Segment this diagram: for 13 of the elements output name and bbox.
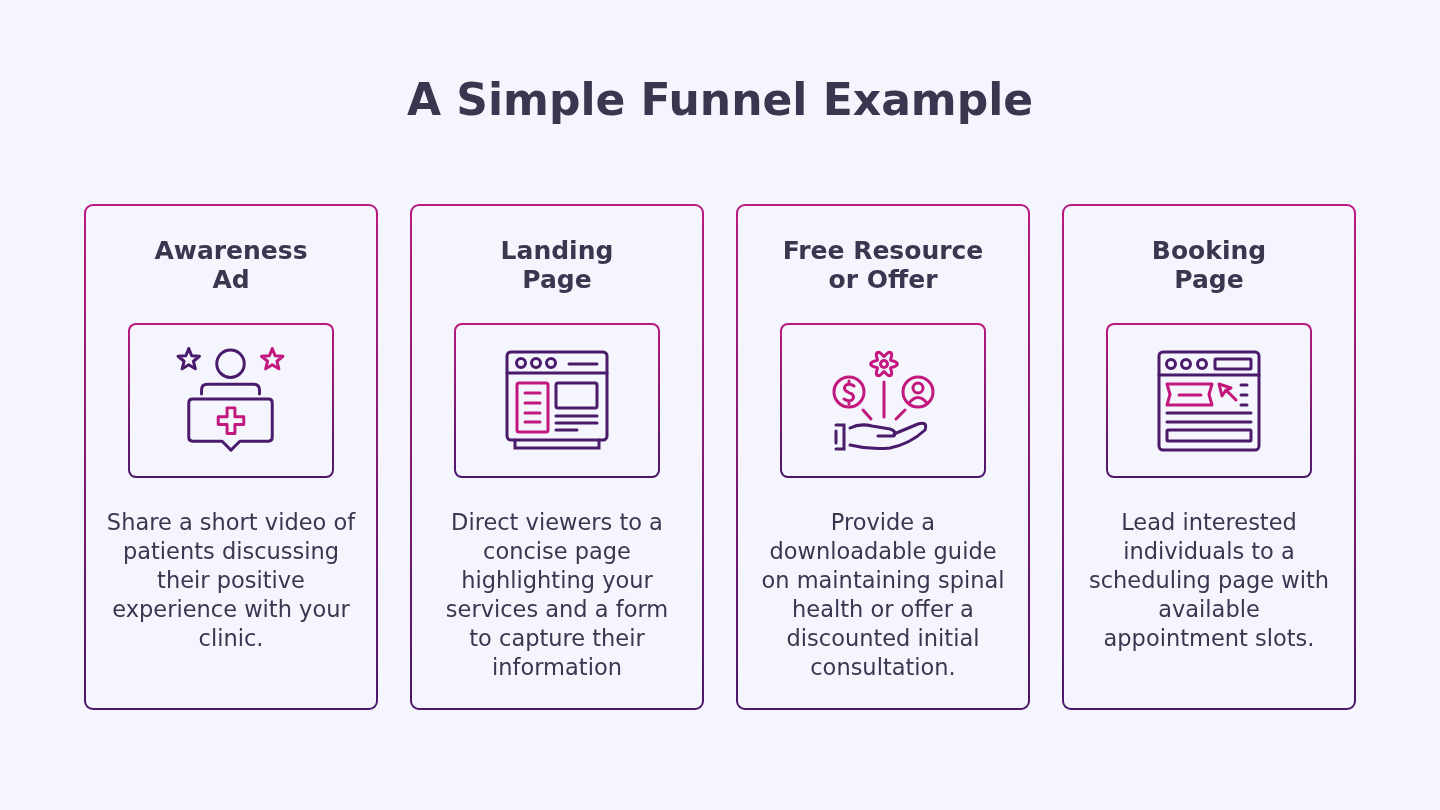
page-title: A Simple Funnel Example	[406, 73, 1034, 127]
card-heading: Awareness Ad	[153, 236, 309, 294]
step-card	[1062, 204, 1356, 710]
step-card	[84, 204, 378, 710]
step-card	[410, 204, 704, 710]
step-card	[736, 204, 1030, 710]
card-description: Lead interested individuals to a scheduling page with available appointment slots.	[1088, 508, 1330, 653]
card-heading: Landing Page	[499, 236, 615, 294]
card-description: Provide a downloadable guide on maintaining spinal health or offer a discounted initial consultation.	[760, 508, 1006, 682]
card-heading: Free Resource or Offer	[781, 236, 985, 294]
card-description: Direct viewers to a concise page highlighting your services and a form to capture their information	[444, 508, 670, 682]
card-heading: Booking Page	[1150, 236, 1268, 294]
card-description: Share a short video of patients discussing their positive experience with your clinic.	[105, 508, 357, 653]
